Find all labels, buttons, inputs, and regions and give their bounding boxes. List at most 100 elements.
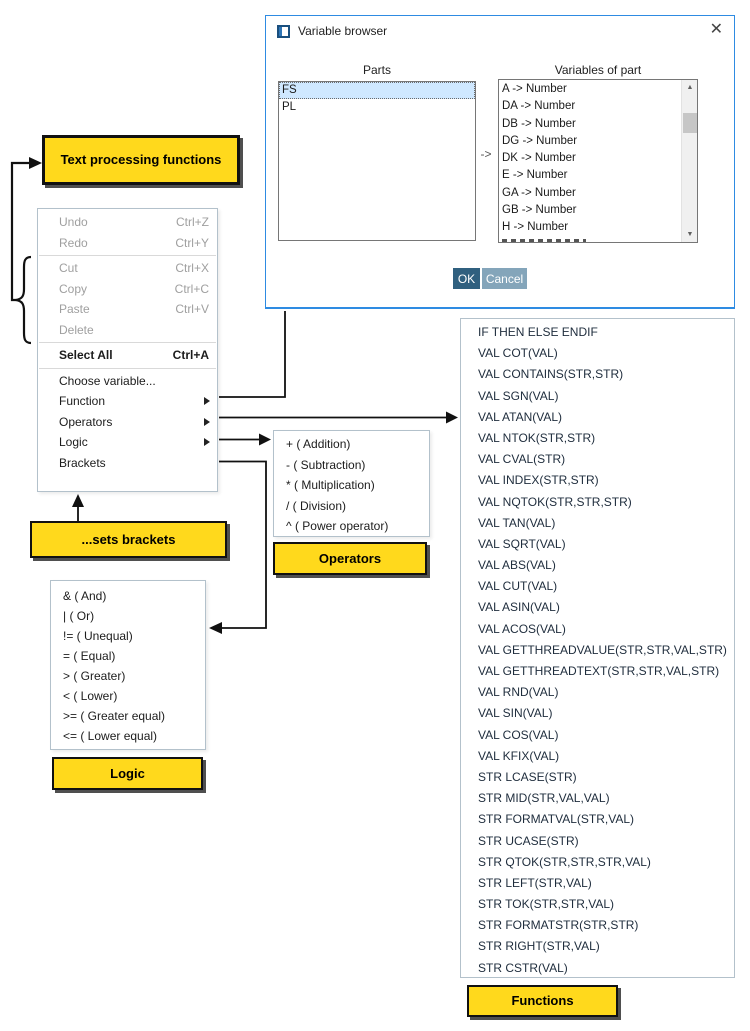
menu-item-shortcut: Ctrl+Y	[175, 235, 209, 250]
function-item[interactable]: VAL TAN(VAL)	[478, 515, 556, 530]
menu-item-label: Brackets	[59, 455, 106, 470]
sets-brackets-label: ...sets brackets	[30, 521, 227, 558]
parts-list[interactable]: FS PL	[278, 81, 476, 241]
function-item[interactable]: VAL RND(VAL)	[478, 685, 559, 700]
function-item[interactable]: VAL NQTOK(STR,STR,STR)	[478, 494, 632, 509]
logic-item[interactable]: & ( And)	[63, 589, 107, 603]
function-item[interactable]: STR UCASE(STR)	[478, 833, 579, 848]
operator-item[interactable]: ^ ( Power operator)	[286, 519, 389, 533]
variable-item[interactable]: GA -> Number	[502, 186, 576, 199]
function-item[interactable]: VAL SIN(VAL)	[478, 706, 553, 721]
function-item[interactable]: VAL CONTAINS(STR,STR)	[478, 367, 624, 382]
part-item[interactable]: FS	[279, 82, 475, 99]
ok-button[interactable]: OK	[453, 268, 480, 289]
cancel-button[interactable]: Cancel	[482, 268, 527, 289]
submenu-arrow-icon	[204, 438, 210, 447]
logic-item[interactable]: != ( Unequal)	[63, 629, 133, 643]
function-item[interactable]: IF THEN ELSE ENDIF	[478, 325, 598, 339]
menu-item-delete[interactable]: Delete	[38, 320, 217, 341]
menu-item-choose-variable[interactable]: Choose variable...	[38, 371, 217, 392]
menu-item-logic[interactable]: Logic	[38, 432, 217, 453]
variable-item[interactable]: GB -> Number	[502, 204, 577, 217]
variable-item[interactable]: DG -> Number	[502, 134, 578, 147]
function-item[interactable]: VAL CUT(VAL)	[478, 579, 558, 594]
close-icon[interactable]: ✕	[709, 21, 723, 38]
function-item[interactable]: STR FORMATVAL(STR,VAL)	[478, 812, 635, 827]
function-item[interactable]: STR MID(STR,VAL,VAL)	[478, 791, 610, 806]
function-item[interactable]: VAL NTOK(STR,STR)	[478, 430, 596, 445]
menu-item-label: Delete	[59, 322, 94, 337]
menu-item-shortcut: Ctrl+V	[175, 302, 209, 317]
operators-submenu: + ( Addition) - ( Subtraction) * ( Multipl…	[273, 430, 430, 537]
scrollbar[interactable]: ▲ ▼	[681, 80, 697, 242]
function-item[interactable]: VAL SGN(VAL)	[478, 388, 559, 403]
variable-item[interactable]: DB -> Number	[502, 117, 576, 130]
menu-item-function[interactable]: Function	[38, 391, 217, 412]
logic-item[interactable]: = ( Equal)	[63, 649, 116, 663]
menu-separator	[39, 255, 216, 256]
menu-item-label: Undo	[59, 215, 88, 230]
operator-item[interactable]: / ( Division)	[286, 498, 347, 513]
menu-item-operators[interactable]: Operators	[38, 412, 217, 433]
logic-item[interactable]: | ( Or)	[63, 609, 95, 623]
submenu-arrow-icon	[204, 397, 210, 406]
part-item[interactable]: PL	[282, 101, 297, 113]
variables-items: A -> Number DA -> Number DB -> Number DG ->…	[499, 81, 680, 242]
maps-to-arrow: ->	[480, 147, 492, 161]
menu-separator	[39, 367, 216, 369]
menu-item-label: Operators	[59, 414, 113, 429]
variable-item[interactable]: DA -> Number	[502, 100, 576, 113]
variable-item[interactable]: H -> Number	[502, 221, 569, 234]
function-item[interactable]: VAL GETTHREADVALUE(STR,STR,VAL,STR)	[478, 642, 727, 657]
functions-panel: IF THEN ELSE ENDIF VAL COT(VAL) VAL CONTAI…	[460, 318, 735, 978]
function-item[interactable]: STR LCASE(STR)	[478, 769, 577, 784]
function-item[interactable]: VAL SQRT(VAL)	[478, 536, 566, 551]
variable-item[interactable]: A -> Number	[502, 83, 567, 95]
logic-arrowhead	[209, 622, 222, 634]
logic-item[interactable]: >= ( Greater equal)	[63, 709, 166, 723]
menu-item-label: Logic	[59, 435, 88, 450]
menu-item-redo[interactable]: Redo Ctrl+Y	[38, 233, 217, 254]
function-item[interactable]: VAL ACOS(VAL)	[478, 621, 566, 636]
text-processing-arrowhead	[29, 157, 42, 169]
operator-item[interactable]: - ( Subtraction)	[286, 457, 366, 472]
scrollbar-thumb[interactable]	[683, 113, 697, 133]
function-item[interactable]: STR TOK(STR,STR,VAL)	[478, 897, 615, 912]
operator-item[interactable]: * ( Multiplication)	[286, 478, 375, 492]
function-item[interactable]: STR FORMATSTR(STR,STR)	[478, 918, 639, 933]
menu-item-brackets[interactable]: Brackets	[38, 453, 217, 474]
function-item[interactable]: VAL GETTHREADTEXT(STR,STR,VAL,STR)	[478, 664, 720, 678]
variable-item[interactable]: E -> Number	[502, 169, 568, 182]
function-item[interactable]: STR QTOK(STR,STR,STR,VAL)	[478, 854, 651, 869]
logic-item[interactable]: <= ( Lower equal)	[63, 729, 158, 743]
function-item[interactable]: VAL ABS(VAL)	[478, 558, 556, 573]
variables-list[interactable]: A -> Number DA -> Number DB -> Number DG ->…	[498, 79, 698, 243]
function-item[interactable]: STR CSTR(VAL)	[478, 960, 568, 975]
function-item[interactable]: STR RIGHT(STR,VAL)	[478, 939, 600, 954]
function-item[interactable]: VAL COT(VAL)	[478, 346, 558, 361]
function-item[interactable]: VAL CVAL(STR)	[478, 452, 566, 467]
logic-label: Logic	[52, 757, 203, 790]
variable-item[interactable]: DK -> Number	[502, 152, 576, 165]
logic-item[interactable]: < ( Lower)	[63, 689, 118, 703]
menu-item-shortcut: Ctrl+X	[175, 261, 209, 276]
operator-item[interactable]: + ( Addition)	[286, 437, 351, 451]
logic-item[interactable]: > ( Greater)	[63, 669, 126, 683]
scroll-up-icon[interactable]: ▲	[686, 84, 694, 91]
function-item[interactable]: VAL ATAN(VAL)	[478, 409, 563, 424]
function-item[interactable]: VAL KFIX(VAL)	[478, 748, 560, 763]
menu-separator	[39, 342, 216, 343]
function-item[interactable]: VAL INDEX(STR,STR)	[478, 473, 599, 488]
function-item[interactable]: VAL ASIN(VAL)	[478, 600, 560, 615]
function-item[interactable]: STR LEFT(STR,VAL)	[478, 875, 592, 890]
operators-arrowhead	[259, 433, 271, 446]
function-item[interactable]: VAL COS(VAL)	[478, 727, 559, 742]
menu-item-label: Redo	[59, 235, 88, 250]
scroll-down-icon[interactable]: ▼	[686, 231, 694, 238]
menu-item-label: Choose variable...	[59, 373, 156, 388]
